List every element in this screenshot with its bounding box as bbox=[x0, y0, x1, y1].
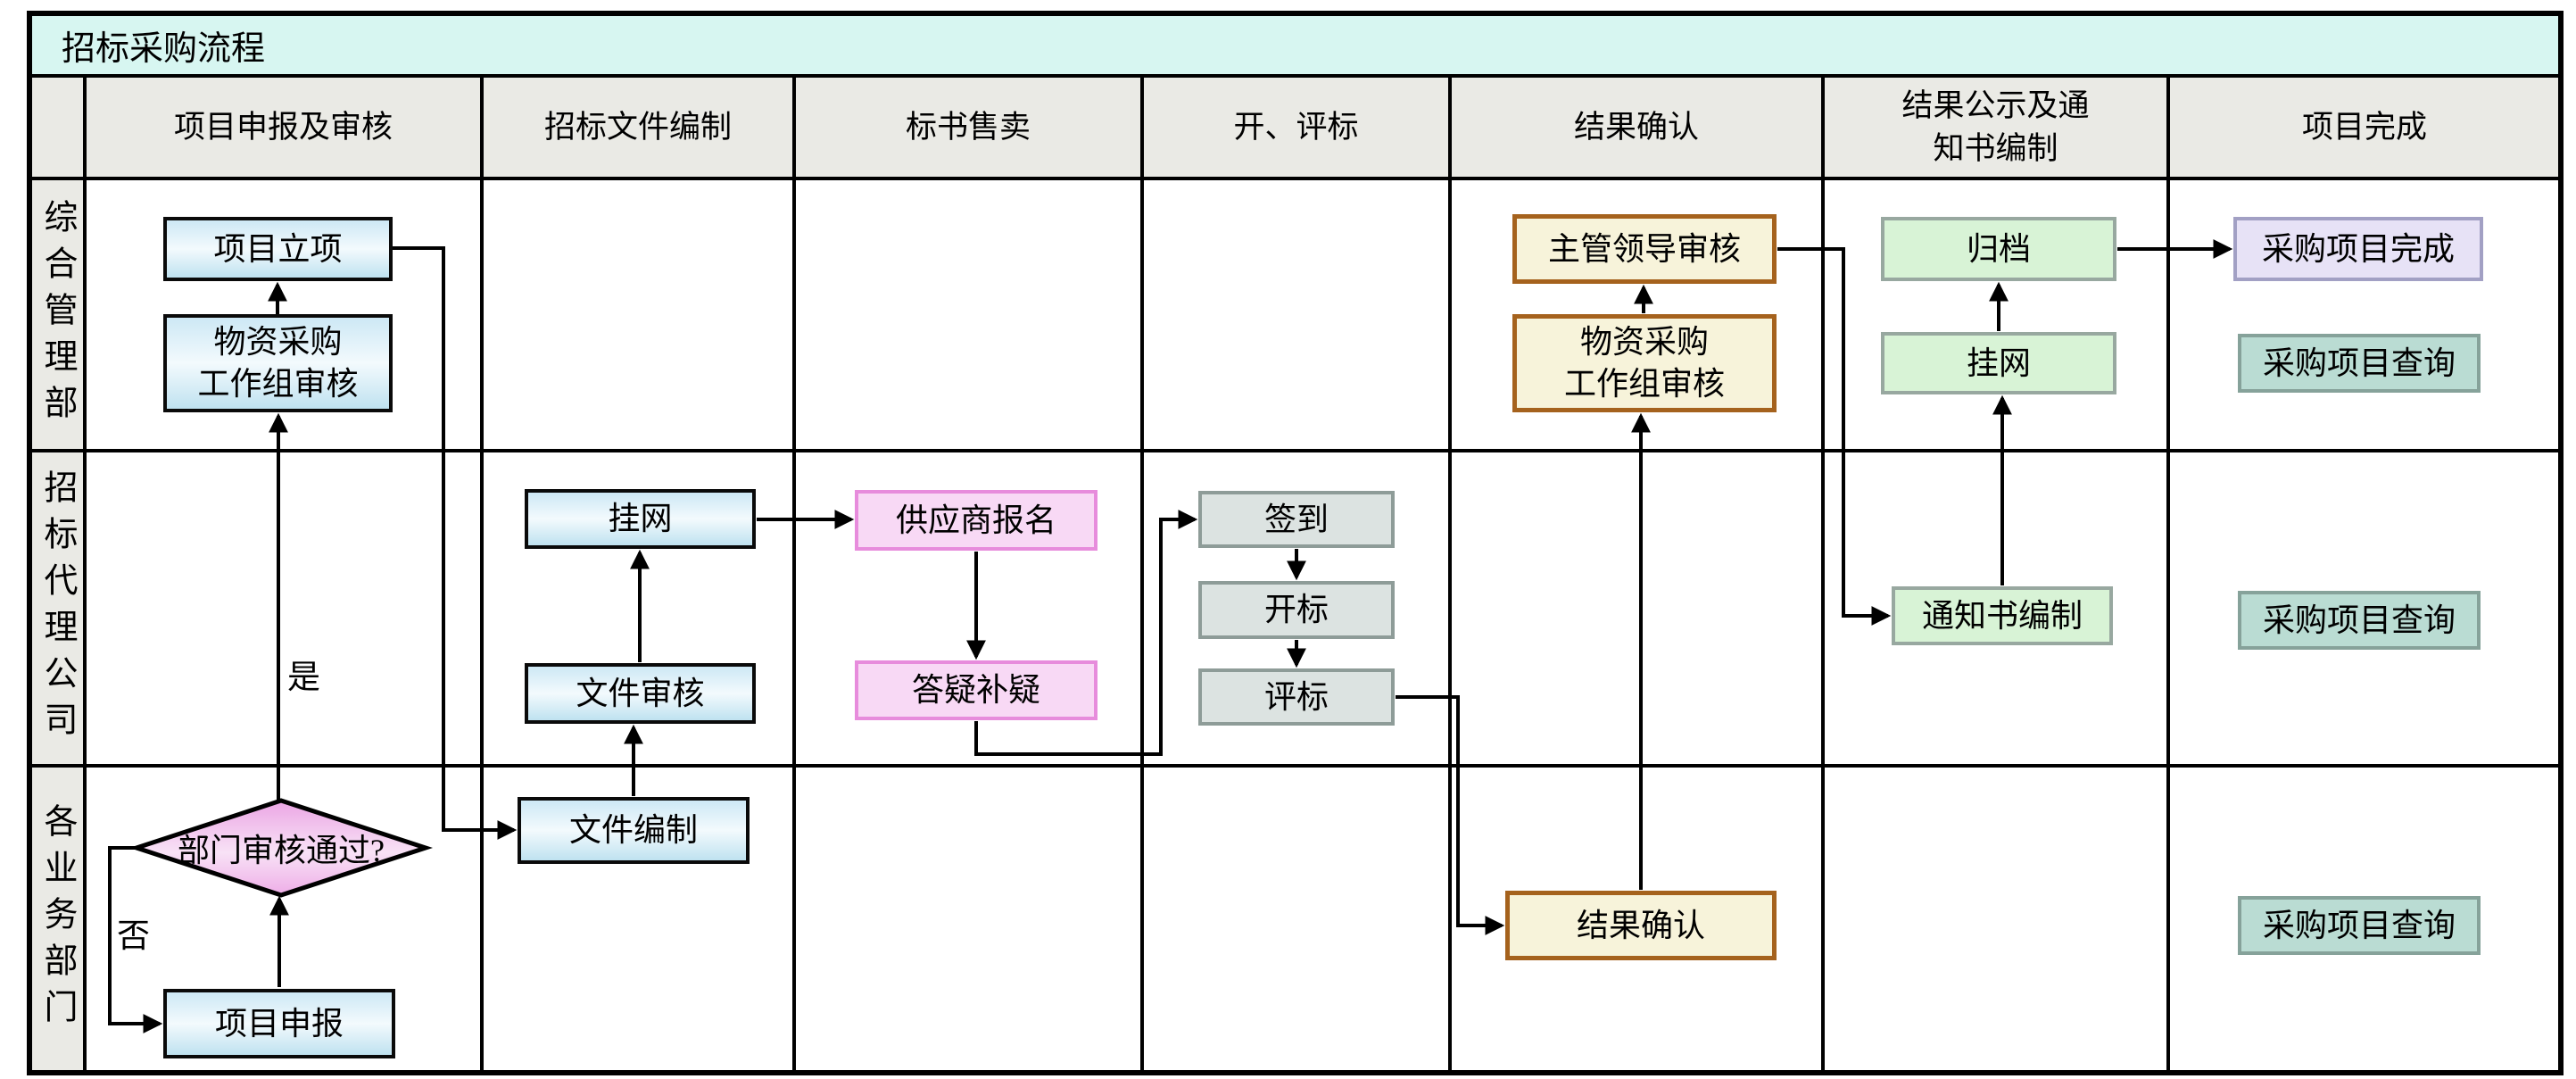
node-sign-in: 签到 bbox=[1198, 491, 1395, 548]
node-dept-review-decision: 部门审核通过? bbox=[178, 833, 385, 868]
node-archive: 归档 bbox=[1881, 217, 2116, 281]
edge-evaluation-to-result-confirmation-arrow bbox=[1396, 695, 1505, 935]
node-procurement-group-review-1: 物资采购 工作组审核 bbox=[163, 314, 393, 412]
node-doc-preparation: 文件编制 bbox=[518, 797, 750, 864]
node-bid-opening: 开标 bbox=[1198, 581, 1395, 639]
lane-label-bidding-agency: 招标代理公司 bbox=[38, 469, 76, 748]
node-publish-result: 挂网 bbox=[1881, 332, 2116, 394]
node-project-initiation: 项目立项 bbox=[163, 217, 393, 281]
edge-label-yes: 是 bbox=[287, 660, 320, 696]
node-project-query-3: 采购项目查询 bbox=[2238, 896, 2481, 955]
node-result-confirmation: 结果确认 bbox=[1505, 891, 1777, 960]
node-doc-review: 文件审核 bbox=[525, 663, 756, 724]
phase-header-doc-preparation: 招标文件编制 bbox=[543, 109, 732, 145]
node-leader-review: 主管领导审核 bbox=[1512, 214, 1777, 284]
node-publish-tender: 挂网 bbox=[525, 489, 756, 549]
node-qa-supplement: 答疑补疑 bbox=[855, 660, 1097, 720]
edge-leader-review-to-notice-arrow bbox=[1777, 247, 1892, 626]
lane-label-business-departments: 各业务部门 bbox=[38, 803, 76, 1035]
phase-header-open-evaluate: 开、评标 bbox=[1233, 109, 1359, 145]
phase-header-project-done: 项目完成 bbox=[2301, 109, 2427, 145]
phase-header-result-publish: 结果公示及通 知书编制 bbox=[1901, 88, 2090, 166]
phase-header-bid-sale: 标书售卖 bbox=[905, 109, 1031, 145]
edge-label-no: 否 bbox=[117, 918, 150, 955]
node-project-query-1: 采购项目查询 bbox=[2238, 334, 2481, 393]
node-supplier-signup: 供应商报名 bbox=[855, 490, 1097, 551]
node-notice-preparation: 通知书编制 bbox=[1892, 586, 2113, 645]
flowchart-title: 招标采购流程 bbox=[29, 13, 2561, 76]
edge-initiation-to-doc-preparation-arrow bbox=[393, 246, 518, 840]
node-project-application: 项目申报 bbox=[163, 989, 395, 1058]
node-bid-evaluation: 评标 bbox=[1198, 668, 1395, 726]
lane-label-general-management: 综合管理部 bbox=[38, 198, 76, 431]
node-project-query-2: 采购项目查询 bbox=[2238, 591, 2481, 650]
node-procurement-group-review-2: 物资采购 工作组审核 bbox=[1512, 314, 1777, 412]
phase-header-result-confirm: 结果确认 bbox=[1573, 109, 1699, 145]
node-project-complete: 采购项目完成 bbox=[2233, 217, 2483, 281]
phase-header-project-application: 项目申报及审核 bbox=[173, 109, 393, 145]
